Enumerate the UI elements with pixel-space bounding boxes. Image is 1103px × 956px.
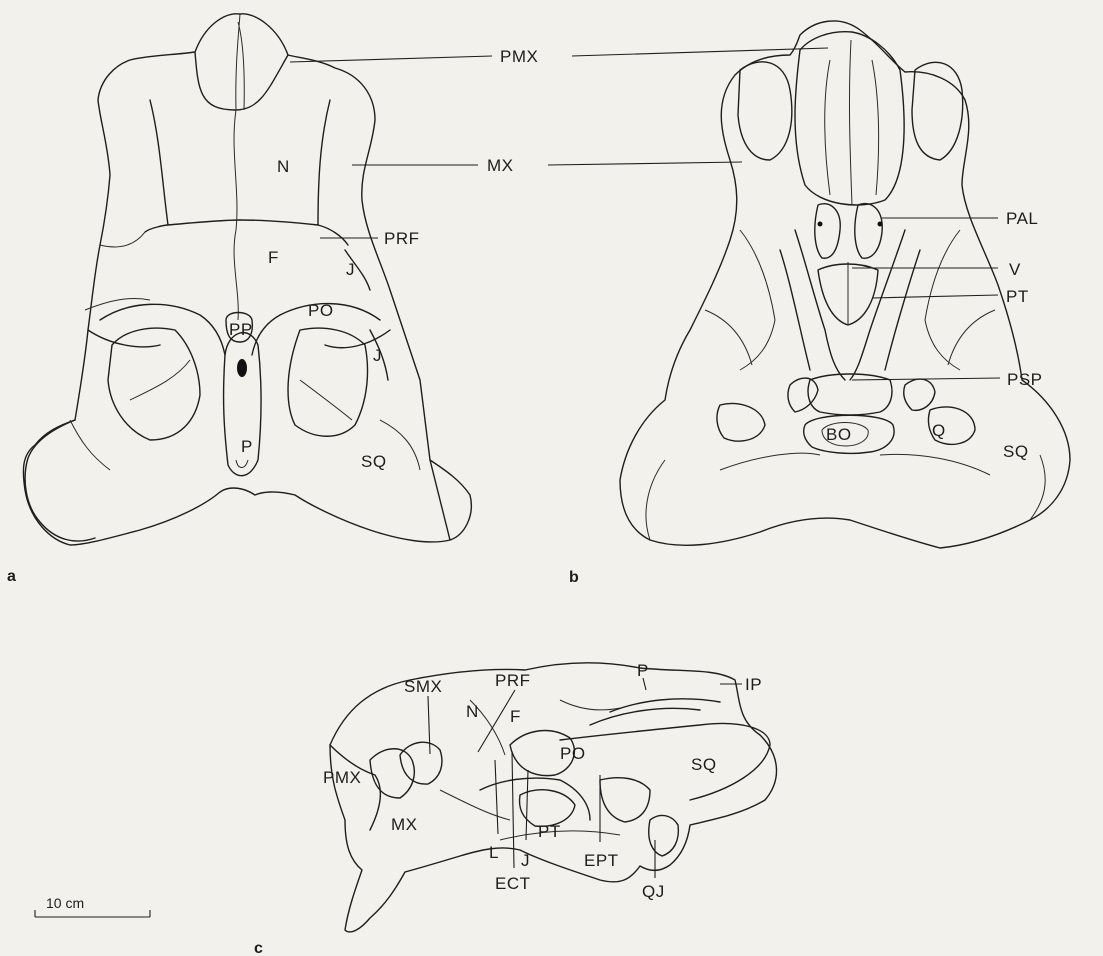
label-b-SQ: SQ [1003, 442, 1029, 461]
scale-bar-label: 10 cm [46, 895, 84, 911]
label-c-EPT: EPT [584, 851, 619, 870]
label-c-F: F [510, 707, 521, 726]
panel-label-b: b [569, 569, 579, 586]
label-c-IP: IP [745, 675, 762, 694]
label-a-SQ: SQ [361, 452, 387, 471]
label-c-J: J [521, 851, 530, 870]
label-PMX: PMX [500, 47, 538, 66]
label-c-PT: PT [538, 822, 561, 841]
label-c-SMX: SMX [404, 677, 442, 696]
label-a-PO: PO [308, 301, 334, 320]
label-b-PAL: PAL [1006, 209, 1038, 228]
label-c-QJ: QJ [642, 882, 665, 901]
label-b-Q: Q [932, 421, 946, 440]
label-c-ECT: ECT [495, 874, 531, 893]
label-a-F: F [268, 248, 279, 267]
label-a-J-lower: J [373, 346, 382, 365]
label-c-P: P [637, 661, 649, 680]
label-a-J-upper: J [346, 260, 355, 279]
label-c-N: N [466, 702, 479, 721]
scale-bar: 10 cm [35, 895, 150, 917]
label-c-PRF: PRF [495, 671, 531, 690]
label-MX: MX [487, 156, 514, 175]
label-a-N: N [277, 157, 290, 176]
label-b-V: V [1009, 260, 1021, 279]
panel-label-c: c [254, 940, 263, 956]
skull-dorsal-view [23, 14, 471, 545]
label-c-PMX: PMX [323, 768, 361, 787]
label-b-PT: PT [1006, 287, 1029, 306]
label-c-L: L [489, 843, 499, 862]
label-a-PP: PP [229, 320, 253, 339]
label-PRF: PRF [384, 229, 420, 248]
skull-lateral-view [330, 663, 776, 932]
label-b-PSP: PSP [1007, 370, 1043, 389]
leader-lines [290, 48, 1000, 878]
label-b-BO: BO [826, 425, 852, 444]
label-a-P: P [241, 437, 253, 456]
panel-label-a: a [7, 568, 16, 585]
label-c-MX: MX [391, 815, 418, 834]
skull-ventral-view [620, 21, 1070, 548]
label-c-SQ: SQ [691, 755, 717, 774]
label-c-PO: PO [560, 744, 586, 763]
